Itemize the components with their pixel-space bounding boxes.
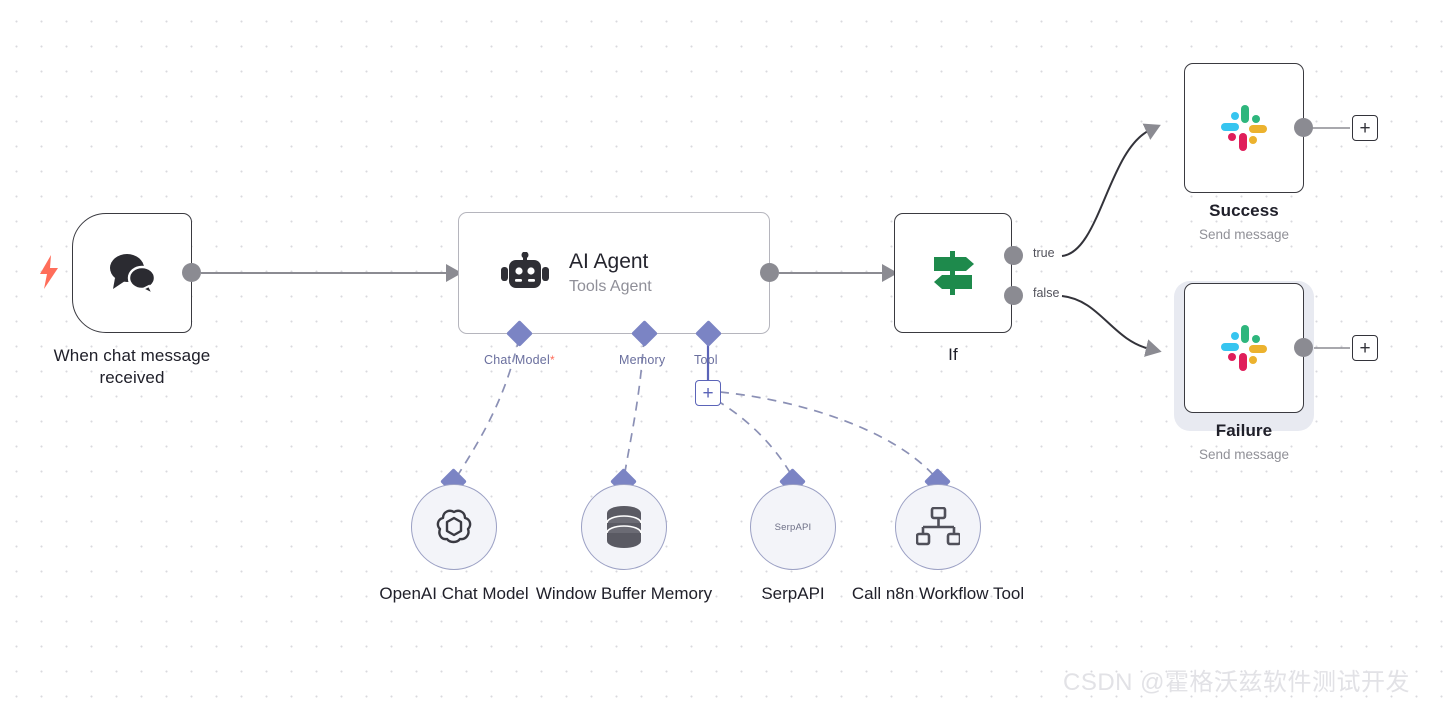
if-output-false-label: false (1033, 286, 1060, 300)
agent-port-tool-label: Tool (694, 353, 718, 367)
agent-port-memory-label: Memory (619, 353, 666, 367)
success-output-port[interactable] (1294, 118, 1313, 137)
node-label-memory: Window Buffer Memory (535, 584, 713, 603)
database-icon (606, 506, 642, 548)
if-output-true-label: true (1033, 246, 1055, 260)
agent-title: AI Agent (569, 250, 649, 274)
agent-subtitle: Tools Agent (569, 277, 652, 295)
agent-port-chat-model-label: Chat Model* (484, 353, 555, 367)
node-sublabel-failure: Send message (1198, 447, 1290, 462)
openai-icon (436, 509, 472, 544)
sitemap-icon (916, 507, 960, 546)
node-sublabel-success: Send message (1198, 227, 1290, 242)
node-serpapi[interactable]: SerpAPI (750, 484, 836, 570)
node-ai-agent[interactable]: AI Agent Tools Agent (458, 212, 770, 334)
lightning-bolt-icon (38, 255, 60, 289)
if-output-false-port[interactable] (1004, 286, 1023, 305)
chat-model-text: Chat Model (484, 353, 550, 367)
agent-output-port[interactable] (760, 263, 779, 282)
node-label-trigger: When chat message received (53, 346, 211, 388)
node-success-slack[interactable] (1184, 63, 1304, 193)
agent-text-block: AI Agent Tools Agent (569, 250, 652, 295)
node-label-failure: Failure (1215, 421, 1273, 440)
failure-output-port[interactable] (1294, 338, 1313, 357)
node-failure-slack[interactable] (1184, 283, 1304, 413)
node-label-serpapi: SerpAPI (761, 584, 825, 603)
node-call-n8n-workflow-tool[interactable] (895, 484, 981, 570)
node-label-if: If (948, 345, 958, 364)
add-tool-button[interactable]: + (695, 380, 721, 406)
edge-tool-to-n8ntool (719, 391, 937, 479)
node-if[interactable] (894, 213, 1012, 333)
node-openai-chat-model[interactable] (411, 484, 497, 570)
if-output-true-port[interactable] (1004, 246, 1023, 265)
node-when-chat-message-received[interactable] (72, 213, 192, 333)
robot-icon (501, 252, 549, 288)
required-marker: * (549, 353, 555, 367)
slack-icon (1221, 325, 1267, 371)
signpost-icon (934, 251, 974, 295)
edge-if-false-to-failure (1061, 295, 1162, 357)
edge-tool-to-serpapi (715, 399, 794, 479)
success-add-node-button[interactable]: + (1352, 115, 1378, 141)
node-label-success: Success (1209, 201, 1279, 220)
chat-bubbles-icon (110, 254, 157, 295)
watermark: CSDN @霍格沃兹软件测试开发 (1063, 669, 1411, 696)
node-label-openai: OpenAI Chat Model (379, 584, 529, 603)
node-window-buffer-memory[interactable] (581, 484, 667, 570)
node-label-n8ntool: Call n8n Workflow Tool (851, 584, 1025, 603)
failure-add-node-button[interactable]: + (1352, 335, 1378, 361)
slack-icon (1221, 105, 1267, 151)
serpapi-icon: SerpAPI (774, 521, 812, 533)
edge-if-true-to-success (1061, 123, 1161, 257)
trigger-output-port[interactable] (182, 263, 201, 282)
